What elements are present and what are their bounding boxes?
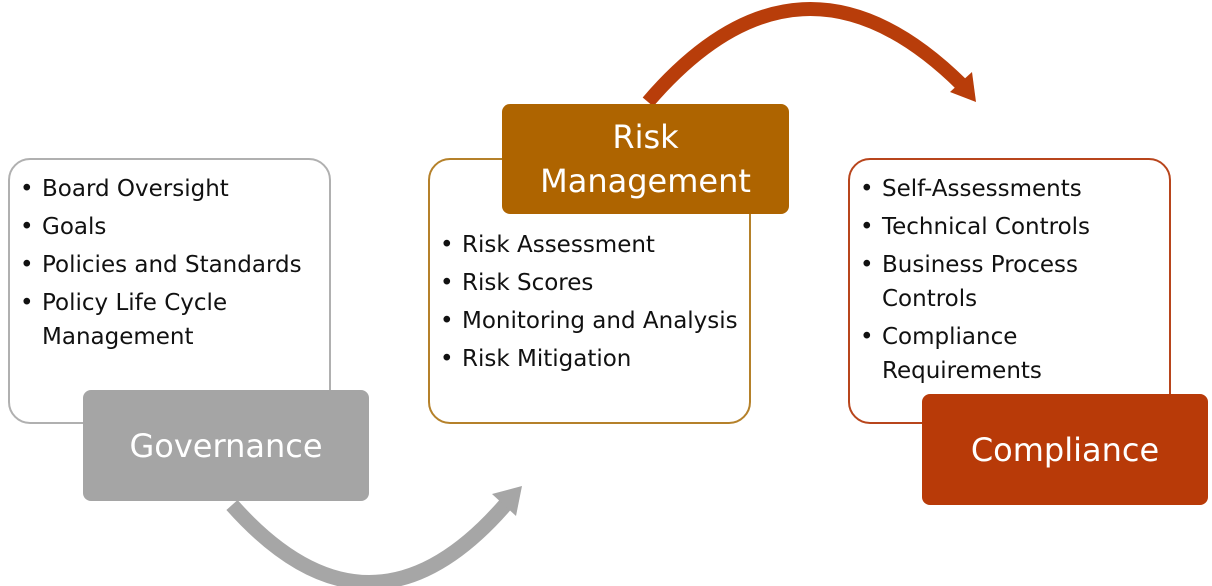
governance-title: Governance [129,426,323,465]
governance-label: Governance [83,390,369,501]
risk-list-box: Risk Assessment Risk Scores Monitoring a… [428,158,751,424]
list-item: Risk Assessment [430,228,749,262]
risk-arrowhead [950,72,976,102]
list-item: Compliance Requirements [850,320,1169,388]
list-item: Board Oversight [10,172,329,206]
compliance-list-box: Self-Assessments Technical Controls Busi… [848,158,1171,424]
list-item: Self-Assessments [850,172,1169,206]
list-item: Policy Life Cycle Management [10,286,329,354]
compliance-label: Compliance [922,394,1208,505]
list-item: Risk Mitigation [430,342,749,376]
risk-management-label: Risk Management [502,104,789,214]
list-item: Policies and Standards [10,248,329,282]
risk-title-line1: Risk [612,118,679,156]
list-item: Business Process Controls [850,248,1169,316]
governance-arrowhead [492,486,522,516]
governance-to-risk-arrow [226,500,511,586]
list-item: Technical Controls [850,210,1169,244]
list-item: Risk Scores [430,266,749,300]
list-item: Goals [10,210,329,244]
risk-to-compliance-arrow [642,2,967,107]
risk-title-line2: Management [540,162,751,200]
list-item: Monitoring and Analysis [430,304,749,338]
compliance-title: Compliance [970,430,1160,469]
governance-list-box: Board Oversight Goals Policies and Stand… [8,158,331,424]
